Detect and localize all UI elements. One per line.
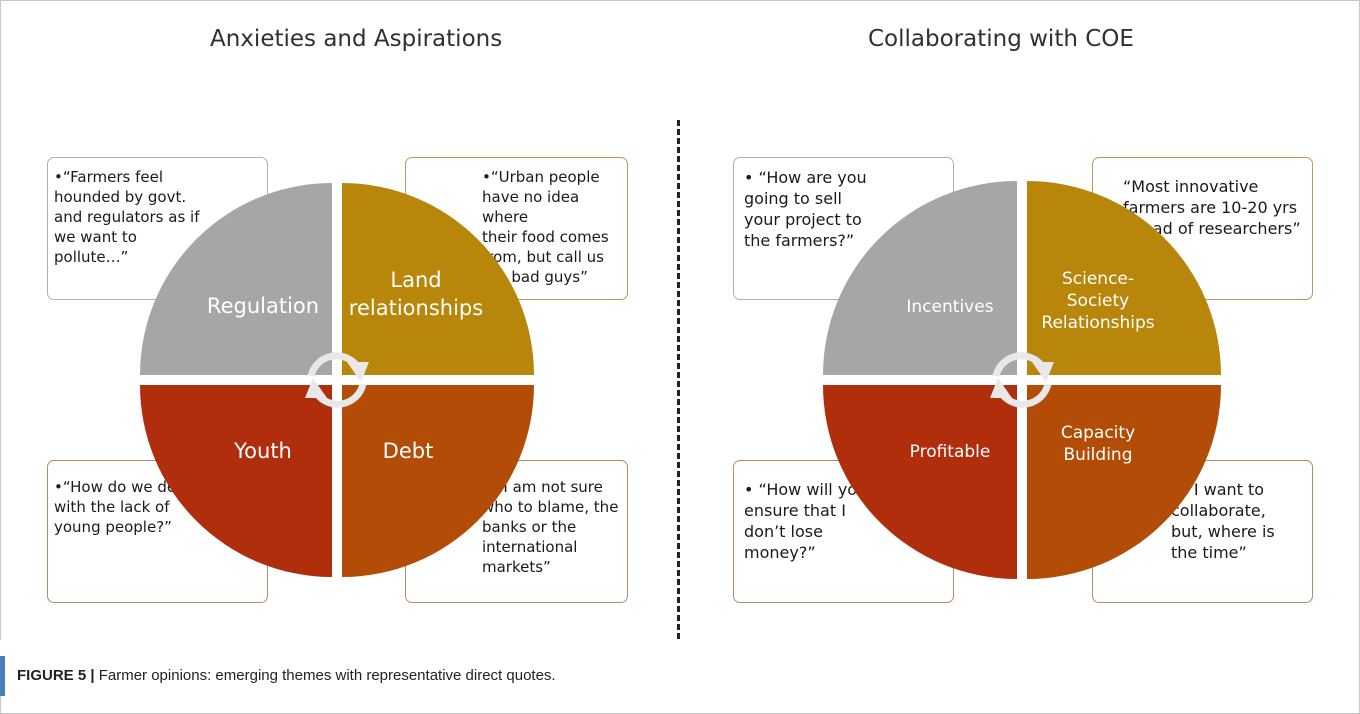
quadrant-bottom-right xyxy=(1027,385,1221,579)
quote-line: markets” xyxy=(482,558,551,576)
quote-line: • “How are you xyxy=(744,168,867,187)
quote-line: have no idea where xyxy=(482,188,580,226)
quote-line: who to blame, the xyxy=(482,498,619,516)
quadrant-bottom-left xyxy=(140,385,332,577)
quote-capacity-building: • “I want to collaborate, but, where is the… xyxy=(1171,479,1275,563)
quote-line: collaborate, xyxy=(1171,501,1266,520)
quote-line: hounded by govt. xyxy=(54,188,187,206)
quote-line: their food comes xyxy=(482,228,609,246)
quote-line: • “I want to xyxy=(1171,480,1265,499)
quote-line: money?” xyxy=(744,543,816,562)
quote-line: “Most innovative xyxy=(1123,177,1259,196)
segment-label: Youth xyxy=(233,439,292,463)
cycle-arrows-icon xyxy=(990,352,1054,408)
quote-line: international xyxy=(482,538,578,556)
quote-line: •“ I am not sure xyxy=(482,478,603,496)
quote-line: the time” xyxy=(1171,543,1247,562)
quote-line: with the lack of xyxy=(54,498,170,516)
cycle-arrows-icon xyxy=(305,352,369,408)
quote-regulation: •“Farmers feel hounded by govt. and regula… xyxy=(54,167,199,267)
quote-profitable: • “How will you ensure that I don’t lose mo… xyxy=(744,479,867,563)
quote-line: the farmers?” xyxy=(744,231,855,250)
quote-line: going to sell xyxy=(744,189,842,208)
panel-divider xyxy=(677,120,680,648)
segment-label: Regulation xyxy=(207,294,319,318)
quote-line: from, but call us xyxy=(482,248,604,266)
quote-line: banks or the xyxy=(482,518,577,536)
quote-box-incentives: • “How are you going to sell your project … xyxy=(733,157,954,300)
quote-line: •“Farmers feel xyxy=(54,168,163,186)
quote-line: •“How do we deal xyxy=(54,478,190,496)
quote-youth: •“How do we deal with the lack of young pe… xyxy=(54,477,190,537)
quote-science-society: “Most innovative farmers are 10-20 yrs ahe… xyxy=(1123,176,1301,239)
quadrant-bottom-right xyxy=(342,385,534,577)
quote-line: we want to xyxy=(54,228,137,246)
quote-incentives: • “How are you going to sell your project … xyxy=(744,167,867,251)
segment-label: Debt xyxy=(383,439,434,463)
quote-line: • “How will you xyxy=(744,480,868,499)
quote-line: pollute…” xyxy=(54,248,129,266)
caption-separator xyxy=(0,640,1358,656)
left-panel-title: Anxieties and Aspirations xyxy=(210,26,503,52)
quote-line: but, where is xyxy=(1171,522,1275,541)
quadrant-top-left xyxy=(823,181,1017,375)
segment-label: Incentives xyxy=(906,297,993,317)
segment-label: Profitable xyxy=(910,442,991,462)
figure-caption: FIGURE 5 | Farmer opinions: emerging the… xyxy=(0,656,1358,696)
quote-line: don’t lose xyxy=(744,522,823,541)
caption-text: Farmer opinions: emerging themes with re… xyxy=(94,667,556,684)
quote-line: young people?” xyxy=(54,518,172,536)
quote-debt: •“ I am not sure who to blame, the banks o… xyxy=(482,477,618,577)
quote-line: farmers are 10-20 yrs xyxy=(1123,198,1298,217)
figure-label: FIGURE 5 | xyxy=(17,667,95,684)
quote-line: your project to xyxy=(744,210,862,229)
quadrant-top-left xyxy=(140,183,332,375)
quote-line: ensure that I xyxy=(744,501,846,520)
right-panel-title: Collaborating with COE xyxy=(868,26,1134,52)
quote-line: ahead of researchers” xyxy=(1123,219,1301,238)
quadrant-bottom-left xyxy=(823,385,1017,579)
quadrant-top-right xyxy=(1027,181,1221,375)
quote-line: and regulators as if xyxy=(54,208,200,226)
quadrant-top-right xyxy=(342,183,534,375)
quote-line: •“Urban people xyxy=(482,168,600,186)
